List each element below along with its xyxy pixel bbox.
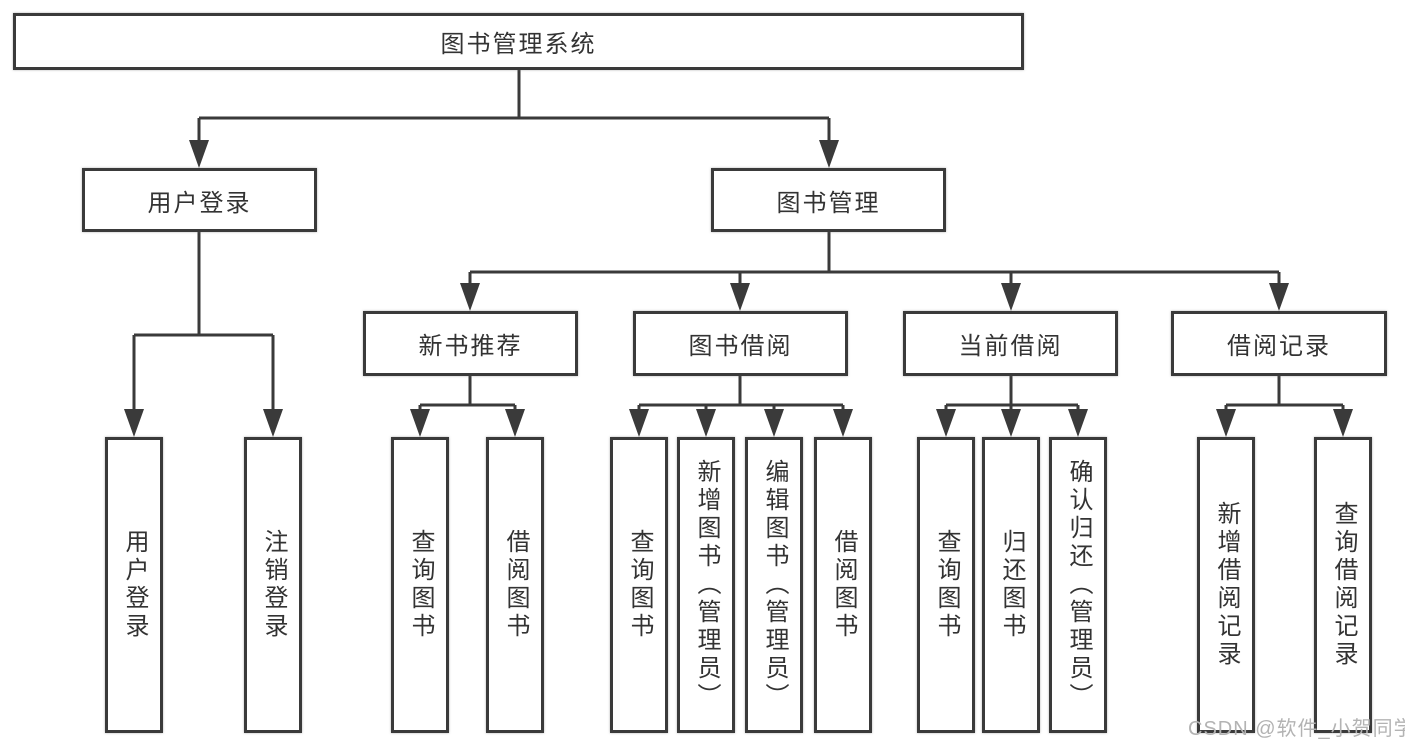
leaf-add-books-admin: 新增图书（管理员）	[677, 437, 735, 733]
node-root: 图书管理系统	[13, 13, 1024, 70]
leaf-confirm-return-admin: 确认归还（管理员）	[1049, 437, 1107, 733]
node-book-management: 图书管理	[711, 168, 946, 232]
csdn-watermark: CSDN @软件_小贺同学	[1188, 718, 1405, 740]
leaf-query-books-3-label: 查询图书	[933, 529, 960, 641]
node-user-login-label: 用户登录	[147, 189, 252, 217]
leaf-add-borrow-record-label: 新增借阅记录	[1213, 501, 1240, 669]
leaf-user-login: 用户登录	[105, 437, 163, 733]
node-root-label: 图书管理系统	[440, 31, 597, 58]
leaf-logout: 注销登录	[244, 437, 302, 733]
node-book-management-label: 图书管理	[776, 189, 881, 217]
node-new-book-recommend: 新书推荐	[363, 311, 578, 376]
leaf-borrow-books-1: 借阅图书	[486, 437, 544, 733]
leaf-query-borrow-record: 查询借阅记录	[1314, 437, 1372, 733]
leaf-borrow-books-2-label: 借阅图书	[830, 529, 857, 641]
leaf-return-books: 归还图书	[982, 437, 1040, 733]
leaf-query-borrow-record-label: 查询借阅记录	[1330, 501, 1357, 669]
leaf-confirm-return-admin-label: 确认归还（管理员）	[1065, 459, 1092, 711]
leaf-borrow-books-2: 借阅图书	[814, 437, 872, 733]
leaf-logout-label: 注销登录	[260, 529, 287, 641]
leaf-query-books-2-label: 查询图书	[626, 529, 653, 641]
node-user-login: 用户登录	[82, 168, 317, 232]
node-borrow-records: 借阅记录	[1171, 311, 1387, 376]
leaf-return-books-label: 归还图书	[998, 529, 1025, 641]
leaf-add-borrow-record: 新增借阅记录	[1197, 437, 1255, 733]
leaf-query-books-1-label: 查询图书	[407, 529, 434, 641]
leaf-borrow-books-1-label: 借阅图书	[502, 529, 529, 641]
leaf-edit-books-admin-label: 编辑图书（管理员）	[761, 459, 788, 711]
leaf-add-books-admin-label: 新增图书（管理员）	[693, 459, 720, 711]
node-book-borrowing-label: 图书借阅	[688, 333, 793, 360]
leaf-query-books-3: 查询图书	[917, 437, 975, 733]
leaf-query-books-2: 查询图书	[610, 437, 668, 733]
node-current-borrowing: 当前借阅	[903, 311, 1118, 376]
node-book-borrowing: 图书借阅	[633, 311, 848, 376]
arrowheads	[124, 140, 1353, 437]
node-borrow-records-label: 借阅记录	[1227, 333, 1331, 360]
leaf-user-login-label: 用户登录	[121, 529, 148, 641]
leaf-edit-books-admin: 编辑图书（管理员）	[745, 437, 803, 733]
node-new-book-recommend-label: 新书推荐	[418, 333, 523, 360]
node-current-borrowing-label: 当前借阅	[958, 333, 1063, 360]
leaf-query-books-1: 查询图书	[391, 437, 449, 733]
